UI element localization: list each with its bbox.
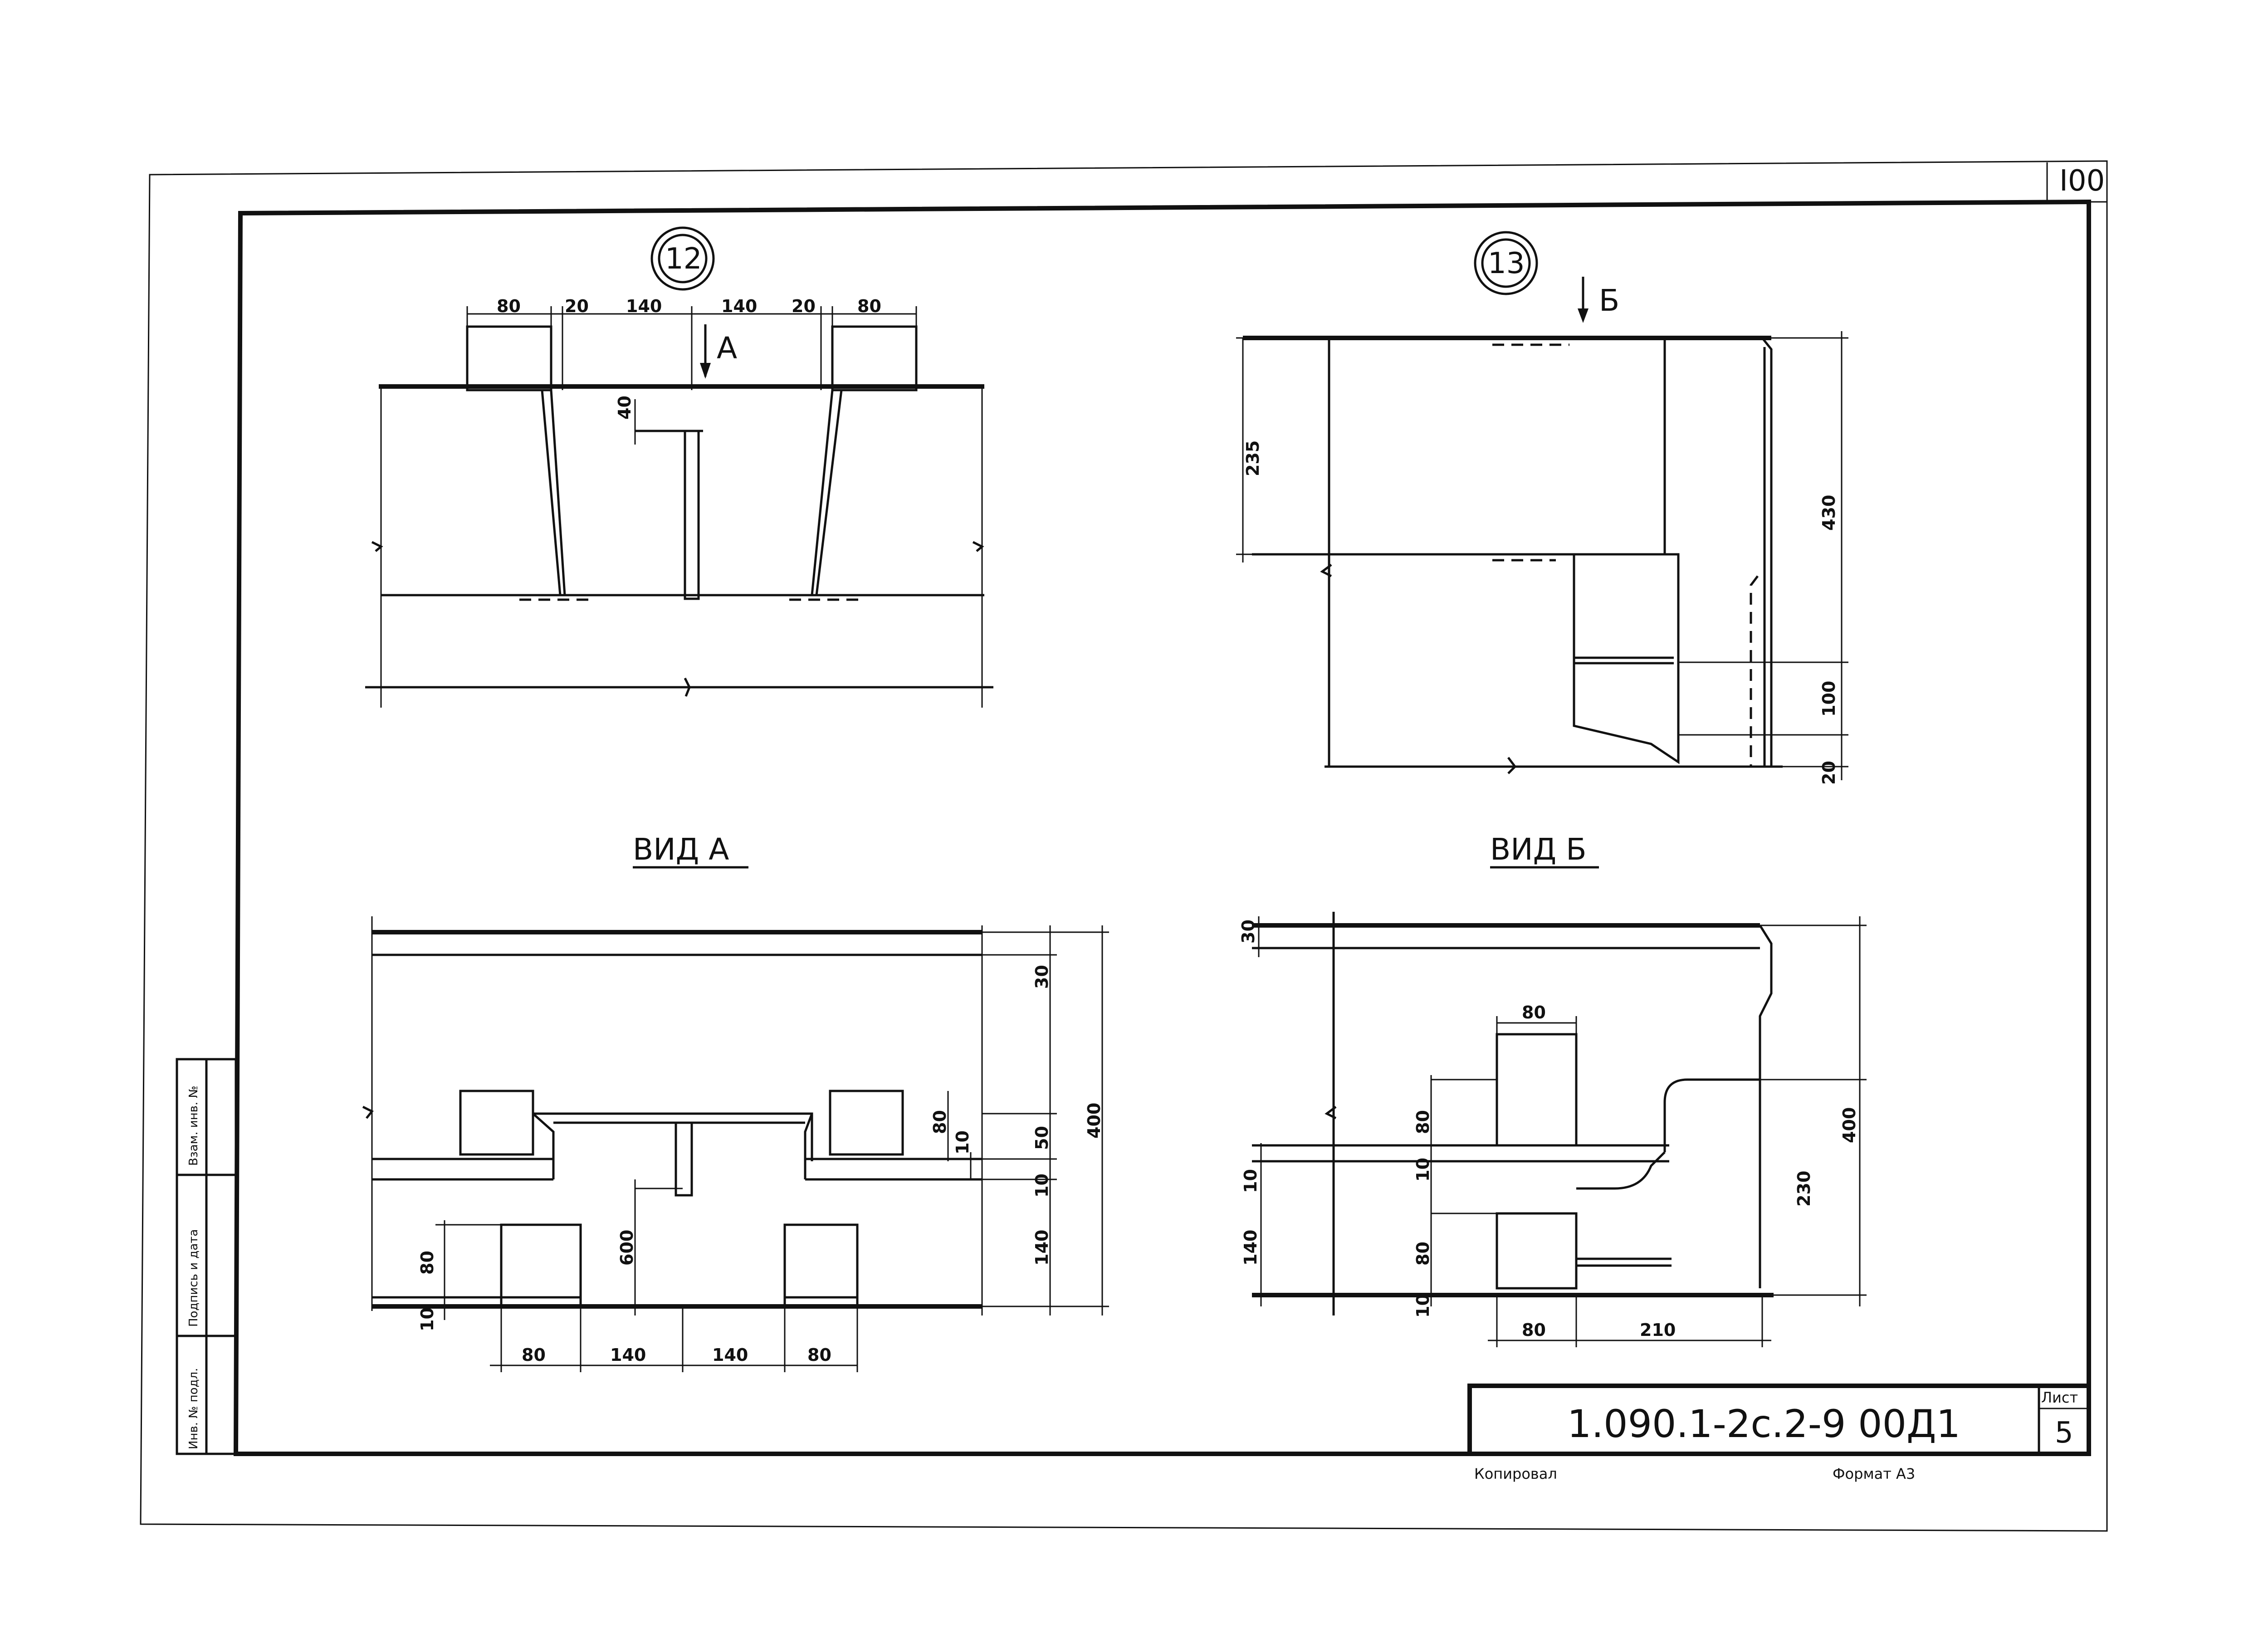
- dim-12-vertical: 40: [615, 396, 635, 420]
- document-code: 1.090.1-2с.2-9 00Д1: [1567, 1402, 1960, 1446]
- dim-12-top-3: 140: [626, 296, 662, 316]
- detail-13-drawing: [1236, 231, 1848, 780]
- sheet-corner-number: I00: [2059, 164, 2105, 198]
- dim-a-right-1: 30: [1032, 965, 1052, 989]
- footer-copied: Копировал: [1474, 1465, 1557, 1482]
- dim-b-bottom-2: 210: [1640, 1320, 1676, 1340]
- stamp-replaced-inventory: Взам. инв. №: [187, 1086, 200, 1166]
- dim-12-top-4: 140: [721, 296, 757, 316]
- dim-a-right-2: 50: [1032, 1126, 1052, 1150]
- dim-13-right-1: 430: [1819, 495, 1839, 531]
- dim-a-left-2: 10: [417, 1307, 437, 1331]
- dim-b-right-1: 400: [1839, 1107, 1859, 1143]
- sheet-label: Лист: [2041, 1389, 2078, 1406]
- dim-b-bottom-1: 80: [1522, 1320, 1546, 1340]
- dim-a-right-5: 400: [1084, 1103, 1104, 1139]
- view-b-drawing: [1252, 912, 1867, 1347]
- dim-a-right-3: 10: [1032, 1174, 1052, 1198]
- dim-a-right-4: 140: [1032, 1230, 1052, 1266]
- dim-12-top-6: 80: [857, 296, 881, 316]
- dim-b-left-6: 10: [1413, 1294, 1433, 1318]
- detail-12-drawing: [365, 226, 993, 708]
- dim-13-right-3: 20: [1819, 761, 1839, 785]
- detail-13-dimensions: 235 430 100 20: [1243, 440, 1839, 785]
- dim-a-bottom-4: 80: [807, 1345, 831, 1365]
- dim-a-mid-2: 10: [953, 1130, 973, 1154]
- dim-b-left-4: 140: [1241, 1230, 1261, 1266]
- dim-a-bottom-1: 80: [522, 1345, 546, 1365]
- dim-13-left: 235: [1243, 440, 1263, 476]
- view-a-drawing: [362, 916, 1109, 1372]
- dim-12-top-5: 20: [792, 296, 816, 316]
- footer-format: Формат А3: [1833, 1465, 1915, 1482]
- dim-b-left-5: 80: [1413, 1242, 1433, 1266]
- dim-12-top-2: 20: [565, 296, 589, 316]
- dim-13-right-2: 100: [1819, 681, 1839, 717]
- dim-b-right-2: 230: [1794, 1171, 1814, 1207]
- view-a-dimensions: 30 50 10 140 400 80 10 80 10 600 80 140 …: [417, 965, 1104, 1365]
- dim-b-left-3: 10: [1413, 1158, 1433, 1182]
- dim-a-bottom-3: 140: [712, 1345, 748, 1365]
- view-b-title: ВИД Б: [1490, 832, 1586, 867]
- dim-b-left-1: 80: [1413, 1110, 1433, 1134]
- dim-b-left-2: 10: [1241, 1169, 1261, 1193]
- stamp-inventory-number: Инв. № подл.: [187, 1368, 200, 1449]
- stamp-signature-date: Подпись и дата: [187, 1229, 200, 1327]
- dim-b-top: 30: [1238, 919, 1258, 944]
- detail-12-dimensions: 80 20 140 140 20 80 40: [497, 296, 881, 420]
- dim-a-mid-1: 80: [930, 1110, 950, 1134]
- dim-a-bottom-2: 140: [610, 1345, 646, 1365]
- detail-13-number: 13: [1488, 247, 1525, 280]
- dim-b-top80: 80: [1522, 1002, 1546, 1022]
- dim-12-top-1: 80: [497, 296, 521, 316]
- view-arrow-b-label: Б: [1599, 283, 1619, 318]
- dim-a-left-1: 80: [417, 1251, 437, 1275]
- detail-12-number: 12: [665, 242, 702, 276]
- side-stamp: [176, 1058, 237, 1455]
- view-arrow-a-label: А: [717, 331, 737, 366]
- view-b-dimensions: 30 80 80 10 10 140 80 10 400 230 80 210: [1238, 919, 1859, 1340]
- sheet-number: 5: [2055, 1416, 2073, 1450]
- title-block: [1467, 1384, 2091, 1456]
- dim-a-center: 600: [617, 1230, 637, 1266]
- view-a-title: ВИД А: [633, 832, 729, 867]
